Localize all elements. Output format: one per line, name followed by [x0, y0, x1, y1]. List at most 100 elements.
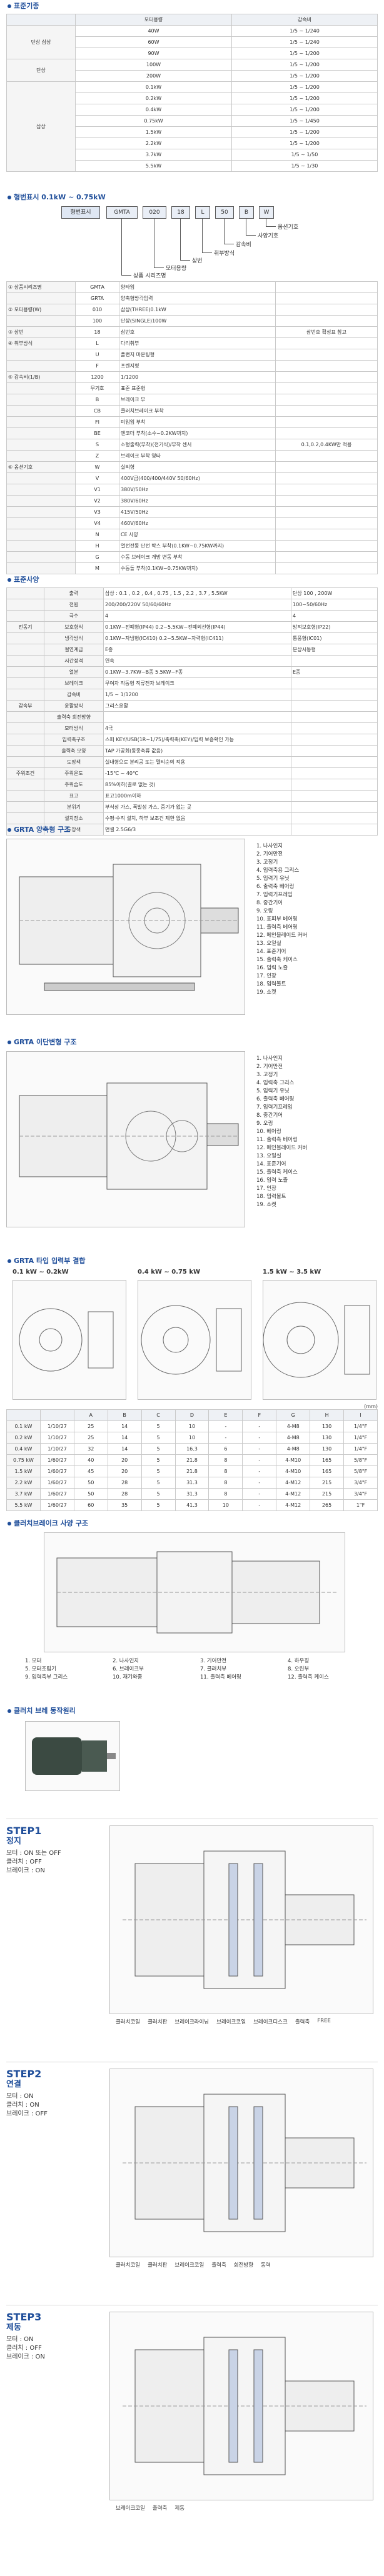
legend-item: 6. 출력축 베어링: [256, 1096, 295, 1102]
table-cell: 1/4"F: [343, 1443, 378, 1455]
col-header: 감속비: [231, 14, 378, 26]
legend-item: 16. 입력 노즐: [256, 965, 288, 971]
table-cell: 1/10/27: [39, 1420, 74, 1432]
table-cell: [275, 304, 378, 316]
table-cell: 1/5 ~ 1/200: [231, 104, 378, 116]
table-cell: 1/5 ~ 1/200: [231, 47, 378, 59]
table-cell: 1/5 ~ 1/200: [231, 70, 378, 82]
table-cell: 1/5 ~ 1/200: [231, 137, 378, 149]
legend-item: 4. 입력축용 그리스: [256, 867, 300, 874]
table-cell: V2: [75, 495, 119, 507]
size-range-label: 1.5 kW ~ 3.5 kW: [263, 1269, 321, 1276]
table-cell: 감속부: [6, 700, 44, 712]
step-line: 모터 : ON: [6, 2093, 34, 2100]
legend-item: 9. 입력축부 그리스: [25, 1674, 68, 1680]
col-header: E: [208, 1409, 243, 1421]
flange-drawing: [263, 1280, 376, 1400]
operation-section: 클러치 브레 동작원리: [6, 1706, 378, 1812]
table-cell: -: [208, 1432, 243, 1444]
table-cell: 표준 표준형: [119, 382, 276, 394]
table-cell: [275, 529, 378, 541]
table-cell: F: [75, 360, 119, 372]
legend-item: 3. 고정기: [256, 1072, 278, 1078]
table-cell: 25: [73, 1420, 108, 1432]
table-cell: ④ 취부방식: [6, 337, 76, 349]
table-cell: 수평·수직 설치, 하부 보조건 제한 없음: [103, 812, 291, 824]
table-cell: 연속: [103, 655, 291, 667]
table-cell: 0.75kW: [75, 115, 232, 127]
table-cell: [291, 734, 378, 746]
table-cell: 1.5 kW: [6, 1465, 41, 1477]
table-cell: [291, 756, 378, 768]
section-title: GRTA 이단변형 구조: [6, 1037, 378, 1047]
legend-item: 7. 입력기프레임: [256, 892, 293, 898]
motor-photo: [25, 1721, 120, 1791]
table-cell: [6, 689, 44, 701]
table-cell: 20: [107, 1465, 142, 1477]
table-cell: 50: [73, 1477, 108, 1489]
step-note: 동력: [261, 2262, 271, 2269]
table-cell: 방적보호형(IP22): [291, 621, 378, 633]
table-cell: 수동돌 부착(0.1KW~0.75KW까지): [119, 562, 276, 574]
step-diagram: [109, 1825, 373, 2014]
table-cell: 절연계급: [44, 644, 104, 656]
legend-item: 3. 기어만전: [200, 1658, 227, 1664]
table-cell: B: [75, 394, 119, 406]
table-cell: [6, 484, 76, 496]
table-cell: 60W: [75, 36, 232, 48]
table-cell: [291, 689, 378, 701]
legend-item: 5. 입력기 유닛: [256, 1088, 290, 1094]
table-cell: Z: [75, 450, 119, 462]
table-cell: [6, 587, 44, 599]
step-title: STEP2: [6, 2068, 42, 2080]
table-cell: V3: [75, 506, 119, 518]
legend-item: 2. 기어만전: [256, 851, 283, 857]
table-cell: 5: [141, 1443, 176, 1455]
gearbox-cross-section-drawing: [6, 1051, 245, 1227]
table-cell: 입력축구조: [44, 734, 104, 746]
table-cell: [291, 700, 378, 712]
step-line: 클러치 : OFF: [6, 2345, 42, 2352]
table-cell: 2.2kW: [75, 137, 232, 149]
legend-item: 8. 오린부: [288, 1666, 310, 1672]
table-cell: 출력: [44, 587, 104, 599]
table-cell: 통풍형(IC01): [291, 632, 378, 644]
table-cell: 0.1kW: [75, 81, 232, 93]
table-cell: [275, 495, 378, 507]
table-cell: 0.75 kW: [6, 1454, 41, 1466]
gearbox-drawing-svg: [19, 864, 239, 991]
table-cell: [275, 450, 378, 462]
table-cell: TAP 가공회(동종축류 값음): [103, 745, 291, 757]
table-cell: 40W: [75, 25, 232, 37]
table-cell: [6, 292, 76, 304]
table-cell: 다리취부: [119, 337, 276, 349]
table-cell: [291, 711, 378, 723]
table-cell: 415V/50Hz: [119, 506, 276, 518]
legend-item: 10. 재기와중: [113, 1674, 143, 1680]
legend-item: 18. 입력볼트: [256, 981, 286, 987]
table-cell: M: [75, 562, 119, 574]
legend-item: 4. 하우징: [288, 1658, 310, 1664]
table-cell: [291, 745, 378, 757]
table-cell: [6, 711, 44, 723]
